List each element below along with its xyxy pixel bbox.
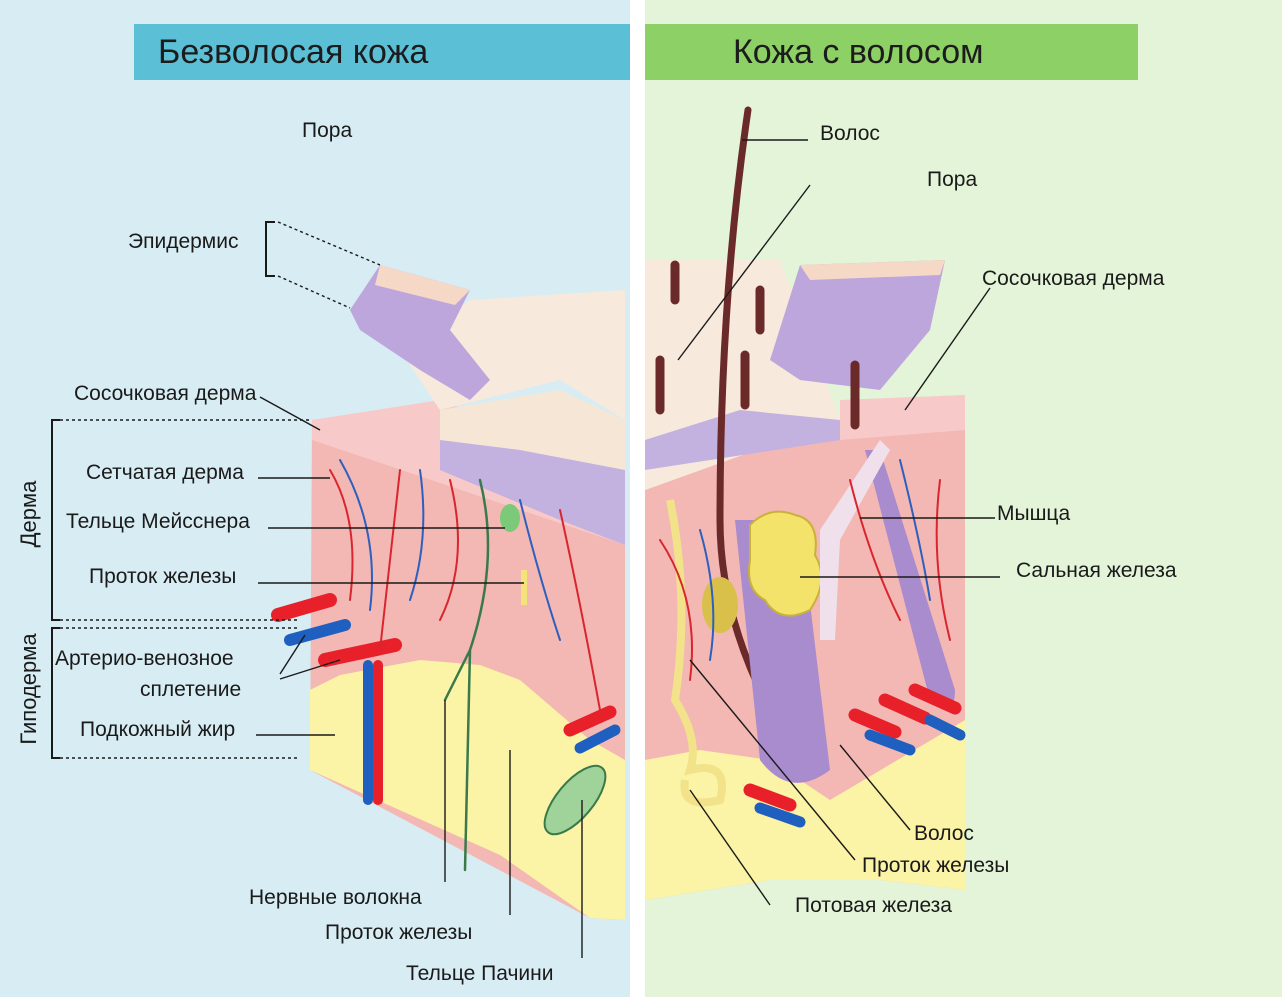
left-pore-label: Пора bbox=[302, 119, 353, 142]
right-flap-top bbox=[800, 260, 945, 280]
leader-lines bbox=[51, 139, 1000, 958]
right-skin-block bbox=[645, 106, 966, 900]
left-reticular-dermis-label: Сетчатая дерма bbox=[86, 461, 244, 484]
left-capillaries-blue bbox=[339, 459, 561, 641]
right-second-follicle bbox=[865, 450, 955, 708]
left-subcutaneous-fat-label: Подкожный жир bbox=[80, 718, 236, 741]
left-meissner-corpuscle bbox=[500, 504, 520, 532]
right-vein-2 bbox=[864, 729, 916, 756]
right-papillary-dermis-label: Сосочковая дерма bbox=[982, 267, 1165, 290]
left-nerve-fibers-label: Нервные волокна bbox=[249, 886, 422, 909]
right-capillaries-blue bbox=[699, 459, 931, 661]
hypodermis-side-label: Гиподерма bbox=[16, 633, 41, 745]
right-sweat-gland-label: Потовая железа bbox=[795, 894, 952, 917]
right-vein-1 bbox=[754, 802, 806, 828]
right-hair-label: Волос bbox=[820, 122, 880, 145]
left-papillary-dermis-label: Сосочковая дерма bbox=[74, 382, 257, 405]
left-pacini-label: Тельце Пачини bbox=[406, 962, 554, 985]
left-skin-block bbox=[271, 265, 625, 920]
left-av-plexus-label-line2: сплетение bbox=[140, 678, 242, 701]
right-artery-4 bbox=[908, 683, 962, 715]
dermis-side-label: Дерма bbox=[16, 480, 41, 548]
left-meissner-label: Тельце Мейсснера bbox=[66, 510, 250, 533]
right-sweat-gland bbox=[666, 499, 726, 807]
left-av-plexus-label-line1: Артерио-венозное bbox=[55, 647, 234, 670]
left-title: Безволосая кожа bbox=[134, 24, 630, 80]
right-sebaceous-gland-label: Сальная железа bbox=[1016, 559, 1177, 582]
right-muscle-label: Мышца bbox=[997, 502, 1071, 525]
right-gland-cluster bbox=[702, 577, 738, 633]
left-artery-3 bbox=[563, 705, 617, 737]
right-artery-1 bbox=[743, 783, 797, 812]
right-title: Кожа с волосом bbox=[645, 24, 1138, 80]
left-artery-2 bbox=[318, 638, 402, 667]
left-epidermis-label: Эпидермис bbox=[128, 230, 239, 253]
right-fat-layer bbox=[645, 720, 965, 900]
left-nerve-fiber bbox=[443, 478, 490, 872]
right-muscle bbox=[820, 440, 890, 640]
left-gland-duct-bottom-label: Проток железы bbox=[325, 921, 473, 944]
right-artery-2 bbox=[848, 708, 902, 739]
right-artery-3 bbox=[878, 693, 932, 725]
right-pore-label: Пора bbox=[927, 168, 978, 191]
right-epidermis-purple bbox=[645, 410, 840, 470]
left-flap-top bbox=[375, 265, 470, 305]
right-vein-3 bbox=[924, 714, 966, 741]
right-gland-duct-label: Проток железы bbox=[862, 854, 1010, 877]
left-vein-1 bbox=[284, 619, 351, 646]
right-hair-bottom-label: Волос bbox=[914, 822, 974, 845]
left-artery-1 bbox=[271, 593, 337, 622]
left-epidermis-surface bbox=[440, 390, 625, 470]
left-pacini-corpuscle bbox=[543, 764, 607, 836]
left-vein-3 bbox=[574, 724, 621, 754]
left-gland-duct-label: Проток железы bbox=[89, 565, 237, 588]
right-papillary-band bbox=[840, 395, 965, 440]
right-epidermis-flap bbox=[770, 260, 945, 390]
